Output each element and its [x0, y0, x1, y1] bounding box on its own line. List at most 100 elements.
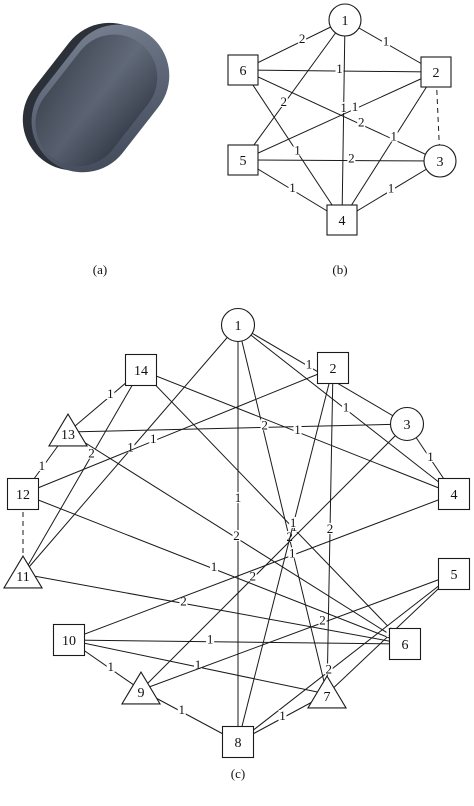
- edge-weight-label: 2: [299, 31, 306, 46]
- edge-weight-label: 1: [306, 357, 313, 372]
- edge-label-bg: [126, 441, 135, 453]
- edge-5-2: [242, 71, 437, 161]
- node-14-square: 14: [124, 353, 158, 387]
- node-10-square: 10: [52, 623, 86, 657]
- edge-weight-label: 2: [261, 417, 268, 432]
- node-13-triangle: 13: [47, 412, 89, 447]
- edge-weight-label: 2: [286, 529, 293, 544]
- edge-label-bg: [293, 144, 302, 156]
- edge-weight-label: 2: [319, 613, 326, 628]
- node-label: 11: [16, 570, 29, 585]
- node-11-triangle: 11: [2, 554, 44, 589]
- edge-weight-label: 2: [348, 151, 355, 166]
- edge-1-5: [242, 19, 346, 161]
- edge-6-1: [242, 19, 346, 71]
- edge-11-6: [22, 573, 406, 645]
- node-label: 12: [16, 488, 30, 503]
- edge-label-bg: [234, 492, 242, 504]
- edge-weight-label: 1: [127, 440, 134, 455]
- node-label: 2: [330, 362, 337, 377]
- edge-weight-label: 1: [390, 129, 397, 144]
- caption-b: (b): [332, 262, 347, 277]
- edge-weight-label: 1: [352, 99, 359, 114]
- edge-weight-label: 1: [178, 702, 185, 717]
- edge-weight-label: 1: [294, 422, 301, 437]
- node-label: 8: [235, 736, 242, 751]
- edge-label-bg: [260, 419, 269, 431]
- edge-5-8: [237, 573, 455, 743]
- edge-label-bg: [389, 130, 398, 142]
- edge-weight-label: 1: [340, 100, 347, 115]
- edge-label-bg: [318, 614, 327, 626]
- edge-label-bg: [87, 447, 96, 459]
- edge-label-bg: [194, 659, 202, 670]
- edge-label-bg: [288, 547, 297, 559]
- edge-label-bg: [285, 531, 294, 543]
- node-label: 14: [134, 364, 148, 379]
- node-4-square: 4: [326, 204, 358, 236]
- caption-c: (c): [231, 766, 245, 781]
- edge-6-4: [242, 69, 343, 221]
- node-label: 6: [402, 638, 409, 653]
- edge-weight-label: 2: [249, 568, 256, 583]
- edge-10-6: [68, 639, 406, 645]
- node-label: 4: [339, 214, 346, 229]
- edge-label-bg: [288, 182, 297, 193]
- edge-weight-label: 1: [207, 632, 214, 647]
- edge-weight-label: 1: [195, 657, 202, 672]
- node-label: 3: [404, 418, 411, 433]
- node-7-triangle: 7: [306, 674, 348, 709]
- edge-weight-label: 2: [233, 528, 240, 543]
- edge-label-bg: [37, 459, 46, 471]
- edge-12-2: [22, 367, 334, 495]
- node-1-circle: 1: [220, 307, 256, 343]
- node-2-square: 2: [420, 56, 452, 88]
- edge-5-3: [242, 159, 441, 162]
- edge-1-4: [341, 19, 346, 221]
- edge-weight-label: 1: [289, 545, 296, 560]
- edge-label-bg: [248, 570, 257, 582]
- edge-label-bg: [381, 35, 390, 47]
- node-label: 5: [240, 154, 247, 169]
- edge-label-bg: [210, 561, 218, 572]
- edge-14-6: [140, 369, 406, 645]
- node-label: 1: [342, 14, 349, 29]
- edge-label-bg: [106, 388, 115, 400]
- node-9-triangle: 9: [120, 670, 162, 705]
- edge-weight-label: 1: [388, 181, 395, 196]
- edge-label-bg: [426, 451, 435, 462]
- edge-weight-label: 1: [427, 449, 434, 464]
- flat-key-3d-render: [22, 22, 170, 173]
- panel-c: 1121121112211121212111121211 12345678910…: [2, 307, 471, 781]
- edge-weight-label: 2: [325, 661, 332, 676]
- edge-label-bg: [326, 523, 334, 534]
- edge-weight-label: 1: [294, 143, 301, 158]
- node-3-circle: 3: [423, 144, 457, 178]
- panel-a: (a): [22, 22, 170, 277]
- edge-label-bg: [232, 530, 241, 541]
- edge-label-bg: [289, 517, 298, 529]
- edge-weight-label: 1: [108, 659, 115, 674]
- edge-weight-label: 1: [336, 61, 343, 76]
- node-1-circle: 1: [328, 3, 362, 37]
- node-12-square: 12: [6, 477, 40, 511]
- edge-label-bg: [278, 710, 287, 721]
- node-label: 5: [451, 568, 458, 583]
- node-label: 3: [437, 155, 444, 170]
- node-label: 1: [235, 319, 242, 334]
- edge-10-4: [68, 493, 455, 641]
- node-label: 2: [433, 66, 440, 81]
- node-6-square: 6: [227, 54, 259, 86]
- node-3-circle: 3: [389, 406, 425, 442]
- edge-label-bg: [357, 116, 366, 128]
- node-label: 9: [138, 686, 145, 701]
- edge-label-bg: [387, 182, 395, 194]
- node-6-square: 6: [388, 627, 422, 661]
- edge-label-bg: [347, 152, 356, 164]
- edge-label-bg: [106, 661, 115, 672]
- edge-label-bg: [342, 401, 350, 413]
- edge-weight-label: 1: [383, 33, 390, 48]
- node-2-square: 2: [316, 351, 350, 385]
- edge-weight-label: 2: [327, 521, 334, 536]
